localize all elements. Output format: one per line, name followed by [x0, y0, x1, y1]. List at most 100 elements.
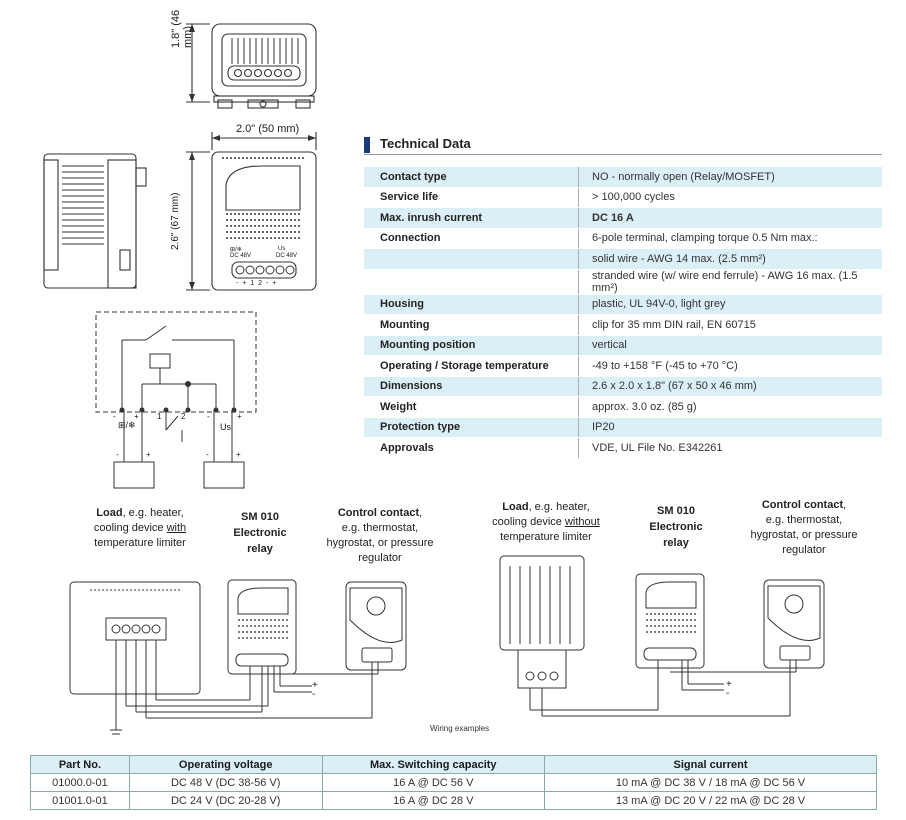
table-cell: DC 24 V (DC 20-28 V)	[128, 791, 323, 810]
right-voltage-label: DC 48V	[276, 253, 298, 259]
supply-plus: +	[236, 450, 241, 459]
spec-key: Dimensions	[364, 376, 579, 397]
caption-text: Electronic	[649, 521, 703, 533]
spec-value: vertical	[578, 335, 882, 356]
pin-label-3: 1	[157, 412, 162, 421]
spec-value: VDE, UL File No. E342261	[578, 437, 882, 459]
caption-bold: Load	[96, 507, 123, 519]
table-cell: DC 48 V (DC 38-56 V)	[128, 773, 323, 792]
table-cell: 10 mA @ DC 38 V / 18 mA @ DC 56 V	[544, 773, 877, 792]
table-header-row: Part No. Operating voltage Max. Switchin…	[30, 755, 877, 774]
pin-label-6: +	[237, 412, 242, 421]
left-control-caption: Control contact, e.g. thermostat, hygros…	[316, 506, 444, 566]
caption-text: , e.g. heater,	[528, 501, 590, 513]
spec-value: stranded wire (w/ wire end ferrule) - AW…	[578, 269, 882, 295]
caption-text: hygrostat, or pressure	[326, 537, 434, 549]
caption-text: regulator	[782, 544, 826, 556]
spec-value: solid wire - AWG 14 max. (2.5 mm²)	[578, 248, 882, 270]
left-supply-minus: -	[312, 689, 316, 700]
right-load-caption: Load, e.g. heater, cooling device withou…	[476, 500, 616, 545]
table-row: stranded wire (w/ wire end ferrule) - AW…	[364, 269, 882, 295]
caption-text: SM 010	[657, 505, 695, 517]
caption-text: relay	[663, 537, 689, 549]
table-row: Operating / Storage temperature-49 to +1…	[364, 355, 882, 377]
caption-text: regulator	[358, 552, 402, 564]
column-header: Signal current	[544, 755, 877, 774]
spec-key: Mounting position	[364, 335, 579, 356]
table-row: 01000.0-01 DC 48 V (DC 38-56 V) 16 A @ D…	[30, 773, 877, 792]
caption-bold: Control contact	[337, 507, 420, 519]
table-row: 01001.0-01 DC 24 V (DC 20-28 V) 16 A @ D…	[30, 791, 877, 810]
spec-value: approx. 3.0 oz. (85 g)	[578, 396, 882, 418]
technical-data-title: Technical Data	[380, 136, 471, 151]
column-header: Operating voltage	[128, 755, 323, 774]
caption-text: e.g. thermostat,	[341, 522, 419, 534]
caption-text: relay	[247, 543, 273, 555]
caption-bold: Control contact	[761, 499, 844, 511]
spec-value: DC 16 A	[578, 207, 882, 229]
caption-bold: Load	[502, 501, 529, 513]
caption-underline: without	[564, 516, 600, 528]
caption-text: SM 010	[241, 511, 279, 523]
caption-text: temperature limiter	[94, 537, 186, 549]
pin-label-1: -	[113, 412, 116, 421]
spec-key: Service life	[364, 187, 579, 208]
caption-text: cooling device	[93, 522, 167, 534]
right-supply-minus: -	[726, 688, 730, 699]
caption-underline: with	[166, 522, 187, 534]
column-header: Part No.	[30, 755, 130, 774]
spec-key: Housing	[364, 294, 579, 315]
wiring-examples-caption: Wiring examples	[430, 724, 490, 733]
left-load-caption: Load, e.g. heater, cooling device with t…	[70, 506, 210, 551]
spec-key: Connection	[364, 228, 579, 249]
spec-value: plastic, UL 94V-0, light grey	[578, 294, 882, 315]
front-width-dimension: 2.0" (50 mm)	[236, 123, 300, 135]
spec-value: 2.6 x 2.0 x 1.8" (67 x 50 x 46 mm)	[578, 376, 882, 397]
caption-text: e.g. thermostat,	[765, 514, 843, 526]
spec-value: NO - normally open (Relay/MOSFET)	[578, 167, 882, 188]
spec-value: clip for 35 mm DIN rail, EN 60715	[578, 314, 882, 336]
right-relay-caption: SM 010 Electronic relay	[638, 503, 714, 551]
right-supply-plus: +	[726, 679, 732, 690]
caption-text: ,	[419, 507, 423, 519]
column-header: Max. Switching capacity	[321, 755, 546, 774]
table-row: Service life> 100,000 cycles	[364, 187, 882, 208]
caption-text: ,	[843, 499, 847, 511]
spec-key: Weight	[364, 396, 579, 418]
spec-key: Max. inrush current	[364, 207, 579, 229]
pin-label-4: 2	[181, 412, 186, 421]
left-supply-plus: +	[312, 680, 318, 691]
spec-key: Mounting	[364, 314, 579, 336]
table-row: solid wire - AWG 14 max. (2.5 mm²)	[364, 248, 882, 270]
caption-text: cooling device	[492, 516, 565, 528]
left-terminal-label: ⊞/❄	[230, 247, 242, 253]
heater-cooler-symbol: ⊞/❄	[118, 420, 136, 430]
technical-data-heading: Technical Data	[364, 136, 882, 155]
right-control-caption: Control contact, e.g. thermostat, hygros…	[740, 498, 868, 558]
left-relay-caption: SM 010 Electronic relay	[222, 509, 298, 557]
left-voltage-label: DC 48V	[230, 253, 252, 259]
spec-key: Protection type	[364, 417, 579, 438]
spec-value: -49 to +158 °F (-45 to +70 °C)	[578, 355, 882, 377]
parts-table: Part No. Operating voltage Max. Switchin…	[30, 755, 877, 810]
pin-label-5: -	[207, 412, 210, 421]
spec-value: > 100,000 cycles	[578, 187, 882, 208]
terminal-numbers: - + 1 2 - +	[236, 280, 278, 287]
spec-value: 6-pole terminal, clamping torque 0.5 Nm …	[578, 228, 882, 249]
caption-text: , e.g. heater,	[122, 507, 184, 519]
table-cell: 01000.0-01	[30, 773, 130, 792]
heading-accent-bar	[364, 137, 370, 153]
